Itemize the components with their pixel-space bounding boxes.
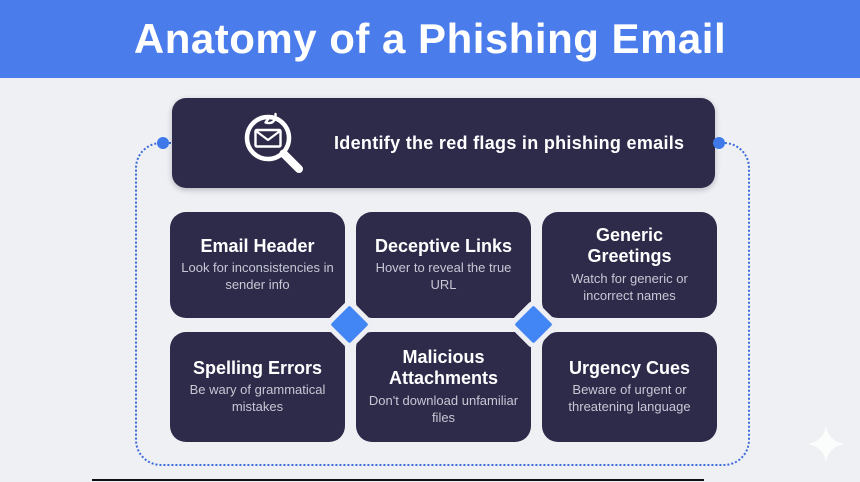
sparkle-icon — [806, 424, 846, 464]
card-email-header: Email Header Look for inconsistencies in… — [170, 212, 345, 318]
card-title: Deceptive Links — [374, 235, 513, 256]
page-title: Anatomy of a Phishing Email — [133, 15, 727, 62]
header-bar: Anatomy of a Phishing Email — [0, 0, 860, 78]
card-spelling-errors: Spelling Errors Be wary of grammatical m… — [170, 332, 345, 442]
card-malicious-attachments: Malicious Attachments Don't download unf… — [356, 332, 531, 442]
banner-text: Identify the red flags in phishing email… — [334, 132, 685, 153]
card-title: Urgency Cues — [568, 357, 691, 378]
card-description: Watch for generic or incorrect names — [571, 270, 688, 303]
card-description: Look for inconsistencies in sender info — [181, 260, 334, 293]
card-title: Spelling Errors — [192, 357, 323, 378]
card-title: Generic Greetings — [587, 225, 672, 267]
border-endpoint-dot-left — [157, 137, 169, 149]
card-urgency-cues: Urgency Cues Beware of urgent or threate… — [542, 332, 717, 442]
card-description: Hover to reveal the true URL — [375, 260, 512, 293]
card-title: Malicious Attachments — [388, 347, 499, 389]
card-description: Don't download unfamiliar files — [368, 392, 519, 425]
bottom-accent-line — [92, 479, 704, 481]
border-endpoint-dot-right — [713, 137, 725, 149]
magnifier-envelope-hook-icon — [238, 107, 310, 179]
intro-banner: Identify the red flags in phishing email… — [172, 98, 715, 188]
card-description: Be wary of grammatical mistakes — [189, 382, 326, 415]
card-deceptive-links: Deceptive Links Hover to reveal the true… — [356, 212, 531, 318]
card-title: Email Header — [200, 235, 315, 256]
red-flags-grid: Email Header Look for inconsistencies in… — [170, 212, 717, 442]
card-generic-greetings: Generic Greetings Watch for generic or i… — [542, 212, 717, 318]
card-description: Beware of urgent or threatening language — [568, 382, 691, 415]
